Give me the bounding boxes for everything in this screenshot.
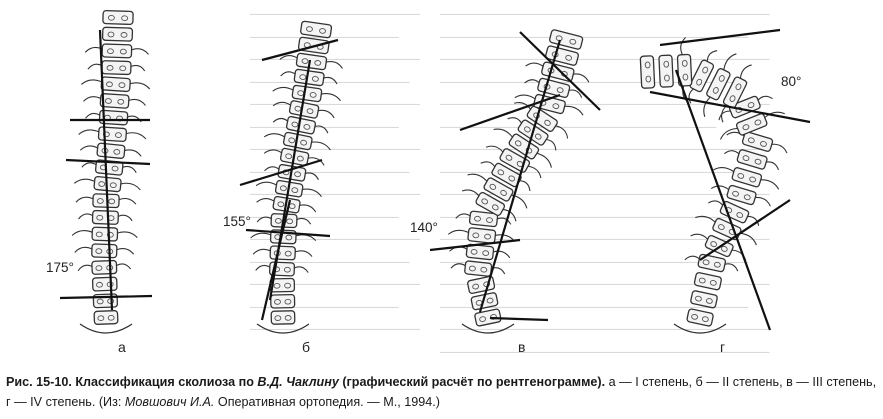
figure-caption: Рис. 15-10. Классификация сколиоза по В.… (6, 372, 878, 412)
construction-line (659, 28, 781, 47)
construction-line (98, 29, 114, 311)
vertebra (270, 310, 296, 325)
angle-label: 175° (46, 260, 74, 275)
vertebra (447, 227, 516, 244)
vertebra (686, 308, 714, 327)
vertebra (270, 293, 296, 309)
vertebra (272, 100, 335, 119)
scoliosis-figure: а 175° б 155° в 140° г 80° (46, 9, 811, 355)
vertebra (658, 54, 674, 88)
caption-title-end: (графический расчёт по рентгенограмме). (338, 375, 606, 389)
vertebra (719, 111, 786, 140)
angle-lines (59, 28, 811, 331)
vertebra (514, 101, 569, 139)
vertebra (85, 109, 142, 126)
panel-letter: а (118, 339, 126, 355)
caption-title: Классификация сколиоза по (71, 375, 258, 389)
vertebra (693, 272, 722, 291)
construction-line (260, 199, 292, 321)
vertebra (102, 9, 134, 26)
construction-line (261, 38, 339, 62)
construction-line (65, 158, 151, 166)
panel-letter: г (720, 339, 725, 355)
vertebra (83, 93, 146, 109)
vertebra (724, 149, 779, 171)
angle-lines-4 (649, 28, 811, 331)
vertebra (269, 277, 296, 293)
vertebra (78, 126, 147, 143)
spine-1 (71, 9, 151, 334)
spine-3 (447, 29, 590, 334)
construction-line (459, 93, 561, 132)
spine-drawings (71, 9, 788, 334)
vertebra (279, 52, 343, 71)
vertebra (252, 245, 313, 261)
vertebra (79, 142, 142, 159)
vertebra (87, 60, 146, 76)
vertebra (272, 84, 341, 103)
vertebra (81, 76, 151, 93)
vertebra (280, 68, 338, 87)
construction-line (519, 31, 601, 111)
caption-figure-number: Рис. 15-10. (6, 375, 72, 389)
spine-4 (639, 37, 788, 334)
caption-source-author: Мовшович И.А. (124, 395, 215, 409)
vertebra (726, 131, 788, 154)
caption-author: В.Д. Чаклину (257, 375, 339, 389)
vertebra (272, 115, 329, 135)
vertebra (676, 37, 693, 104)
construction-line (59, 294, 153, 300)
construction-line (489, 316, 549, 322)
vertebra (493, 128, 552, 168)
vertebra (690, 290, 718, 309)
vertebra (455, 210, 512, 228)
vertebra (263, 131, 331, 151)
vertebra (713, 167, 780, 190)
vertebra (101, 26, 134, 42)
construction-line (478, 39, 562, 313)
spine-2 (250, 20, 343, 334)
construction-line (699, 199, 791, 261)
panel-letter: в (518, 339, 525, 355)
vertebra (707, 200, 760, 226)
vertebra (688, 50, 718, 104)
vertebra (91, 276, 118, 292)
vertebra (639, 55, 656, 89)
vertebra (77, 259, 132, 275)
angle-lines-3 (429, 31, 601, 322)
vertebra (78, 209, 133, 225)
vertebra (545, 45, 579, 66)
vertebra (549, 29, 584, 50)
vertebra (255, 261, 309, 277)
vertebra (703, 53, 737, 117)
vertebra (450, 260, 506, 277)
panel-letter: б (302, 339, 310, 355)
panel-labels: а 175° б 155° в 140° г 80° (46, 74, 801, 355)
vertebra (300, 20, 333, 39)
angle-label: 155° (223, 214, 251, 229)
vertebra (470, 292, 499, 311)
angle-lines-2 (239, 38, 339, 321)
vertebra (710, 184, 771, 207)
vertebra (93, 310, 119, 325)
construction-line (245, 228, 331, 238)
vertebra (84, 43, 149, 59)
vertebra (480, 161, 531, 192)
vertebra (684, 253, 739, 273)
vertebra (74, 243, 135, 259)
angle-label: 140° (410, 220, 438, 235)
caption-source: Оперативная ортопедия. — М., 1994.) (214, 395, 440, 409)
angle-label: 80° (781, 74, 801, 89)
vertebra (75, 193, 137, 209)
construction-line (429, 238, 521, 252)
caption-degrees: а — I степень, б — II степень, в — III с… (6, 375, 877, 409)
vertebra (71, 226, 138, 242)
construction-line (649, 90, 811, 124)
construction-line (674, 69, 772, 331)
angle-lines-1 (59, 29, 153, 311)
construction-line (239, 158, 323, 187)
vertebra (695, 215, 757, 246)
vertebra (461, 189, 517, 222)
